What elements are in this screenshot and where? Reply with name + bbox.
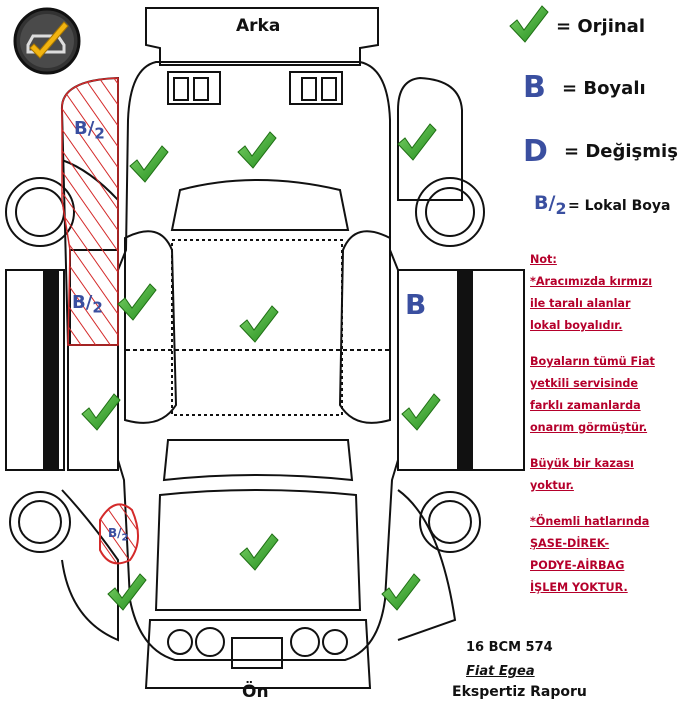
- legend-local-symbol: B/2: [534, 192, 567, 218]
- plate-number: 16 BCM 574: [466, 640, 553, 655]
- local-mark-sub: 2: [94, 124, 105, 143]
- legend-original-check-icon: [509, 5, 549, 43]
- car-model: Fiat Egea: [466, 664, 535, 679]
- check-hood-icon: [239, 533, 279, 571]
- note-line: *Aracımızda kırmızı: [530, 275, 653, 288]
- note-line: farklı zamanlarda: [530, 399, 641, 412]
- note-line: yetkili servisinde: [530, 377, 639, 390]
- legend-local-text: = Lokal Boya: [568, 198, 671, 214]
- local-mark-left-front-fender: B/2: [108, 526, 129, 544]
- check-left-front-fender-icon: [107, 573, 147, 611]
- note-line: *Önemli hatlarında: [530, 515, 650, 528]
- local-paint-area-left-front: [99, 503, 139, 565]
- note-line: Boyaların tümü Fiat: [530, 355, 655, 368]
- local-mark-left-rear-fender: B/2: [74, 118, 105, 143]
- note-line: yoktur.: [530, 479, 574, 492]
- painted-mark-right-rear-door: B: [405, 288, 427, 321]
- car-outline: [5, 7, 525, 689]
- legend-painted-text: = Boyalı: [562, 78, 646, 99]
- check-right-front-door-icon: [401, 393, 441, 431]
- local-mark-sub: 2: [121, 532, 129, 544]
- legend-painted-symbol: B: [523, 70, 546, 105]
- check-rear-trunk-icon: [237, 131, 277, 169]
- front-label: Ön: [242, 682, 269, 702]
- check-left-rear-fender-icon: [129, 145, 169, 183]
- local-mark-left-rear-door: B/2: [72, 292, 103, 317]
- local-mark-main: B: [72, 292, 86, 313]
- legend-local-symbol-main: B: [534, 192, 549, 214]
- check-right-front-fender-icon: [381, 573, 421, 611]
- check-roof-icon: [239, 305, 279, 343]
- local-mark-main: B: [74, 118, 88, 139]
- legend-original-text: = Orjinal: [556, 16, 645, 37]
- local-paint-area-left-rear: [61, 77, 119, 346]
- legend-replaced-text: = Değişmiş: [564, 141, 678, 162]
- logo-icon: [13, 7, 81, 75]
- check-right-rear-fender-icon: [397, 123, 437, 161]
- report-title: Ekspertiz Raporu: [452, 684, 587, 700]
- note-line: Büyük bir kazası: [530, 457, 634, 470]
- note-line: ile taralı alanlar: [530, 297, 631, 310]
- note-line: PODYE-AİRBAG: [530, 559, 625, 572]
- note-line: ŞASE-DİREK-: [530, 537, 610, 550]
- local-mark-sub: 2: [92, 298, 103, 317]
- legend-replaced-symbol: D: [523, 134, 548, 169]
- note-line: İŞLEM YOKTUR.: [530, 581, 628, 594]
- note-title: Not:: [530, 253, 557, 266]
- note-line: onarım görmüştür.: [530, 421, 648, 434]
- local-mark-main: B: [108, 526, 118, 540]
- check-left-front-door-icon: [81, 393, 121, 431]
- check-left-rear-door-icon: [117, 283, 157, 321]
- rear-label: Arka: [236, 16, 281, 36]
- note-line: lokal boyalıdır.: [530, 319, 623, 332]
- legend-local-symbol-sub: 2: [555, 198, 567, 218]
